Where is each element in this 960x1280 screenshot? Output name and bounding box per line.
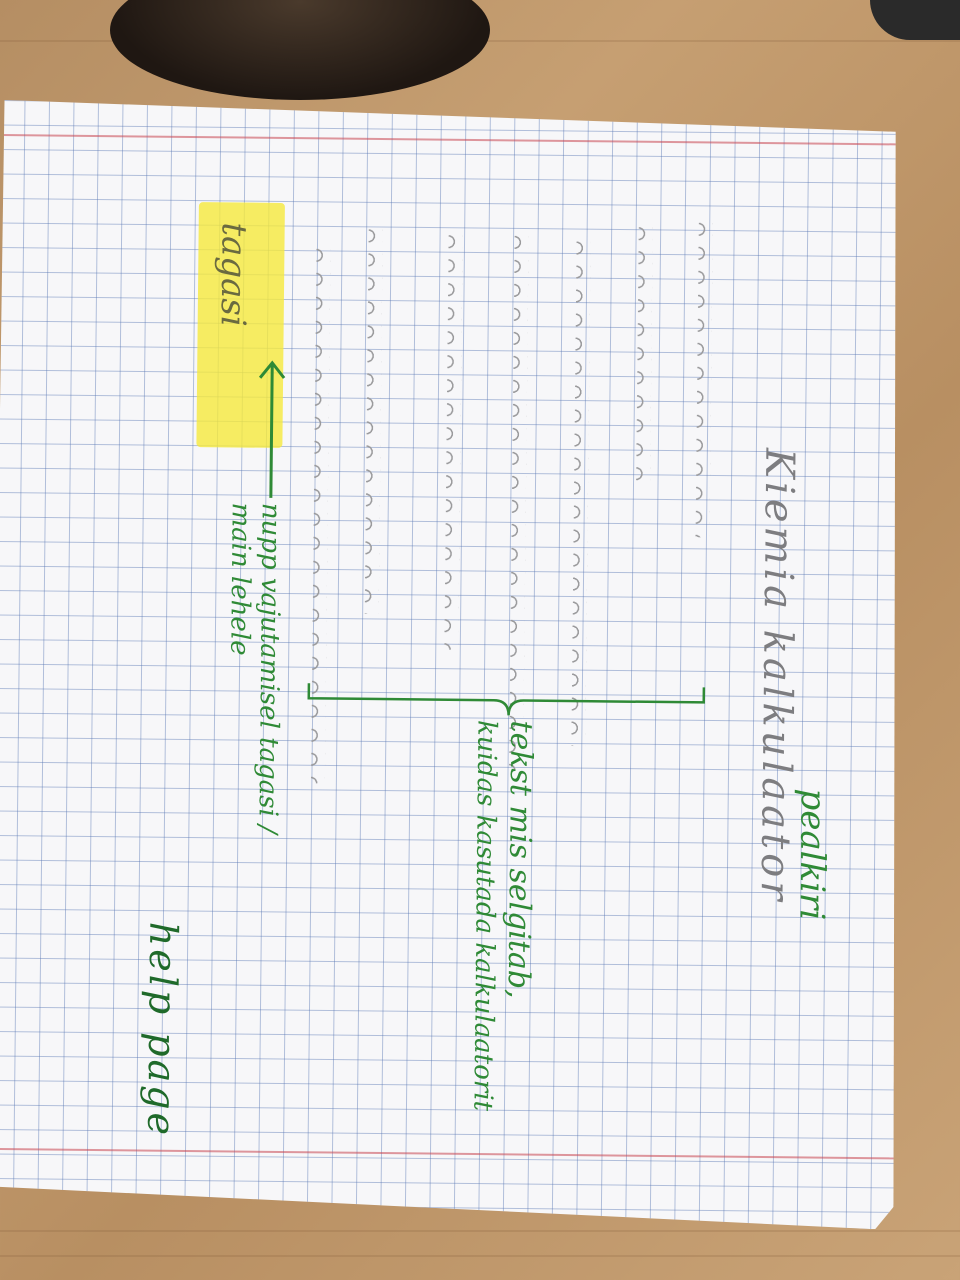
title-annotation: pealkiri: [791, 788, 833, 921]
placeholder-text-line: [571, 236, 590, 746]
mug: [110, 0, 490, 100]
corner-object: [870, 0, 960, 40]
placeholder-text-line: [365, 224, 383, 614]
placeholder-text-line: [444, 230, 462, 650]
arrow-icon: [241, 348, 303, 509]
placeholder-text-line: [636, 222, 653, 482]
graph-paper: tagasi Kiemia kalkulaator pealkiri tekst…: [0, 100, 905, 1229]
explanation-annotation-line2: kuidas kasutada kalkulaatorit: [467, 719, 502, 1112]
margin-line-bottom: [0, 1148, 894, 1159]
back-button-label: tagasi: [212, 222, 254, 327]
placeholder-text-line: [695, 217, 712, 537]
wood-streak: [0, 1230, 960, 1232]
margin-line-top: [0, 134, 905, 145]
explanation-annotation-line1: tekst mis selgitab,: [500, 720, 539, 999]
wood-streak: [0, 1255, 960, 1257]
curly-brace: [304, 678, 724, 722]
back-button-annotation: nupp vajutamisel tagasi / main lehele: [224, 502, 286, 835]
page-name-label: help page: [139, 921, 186, 1139]
